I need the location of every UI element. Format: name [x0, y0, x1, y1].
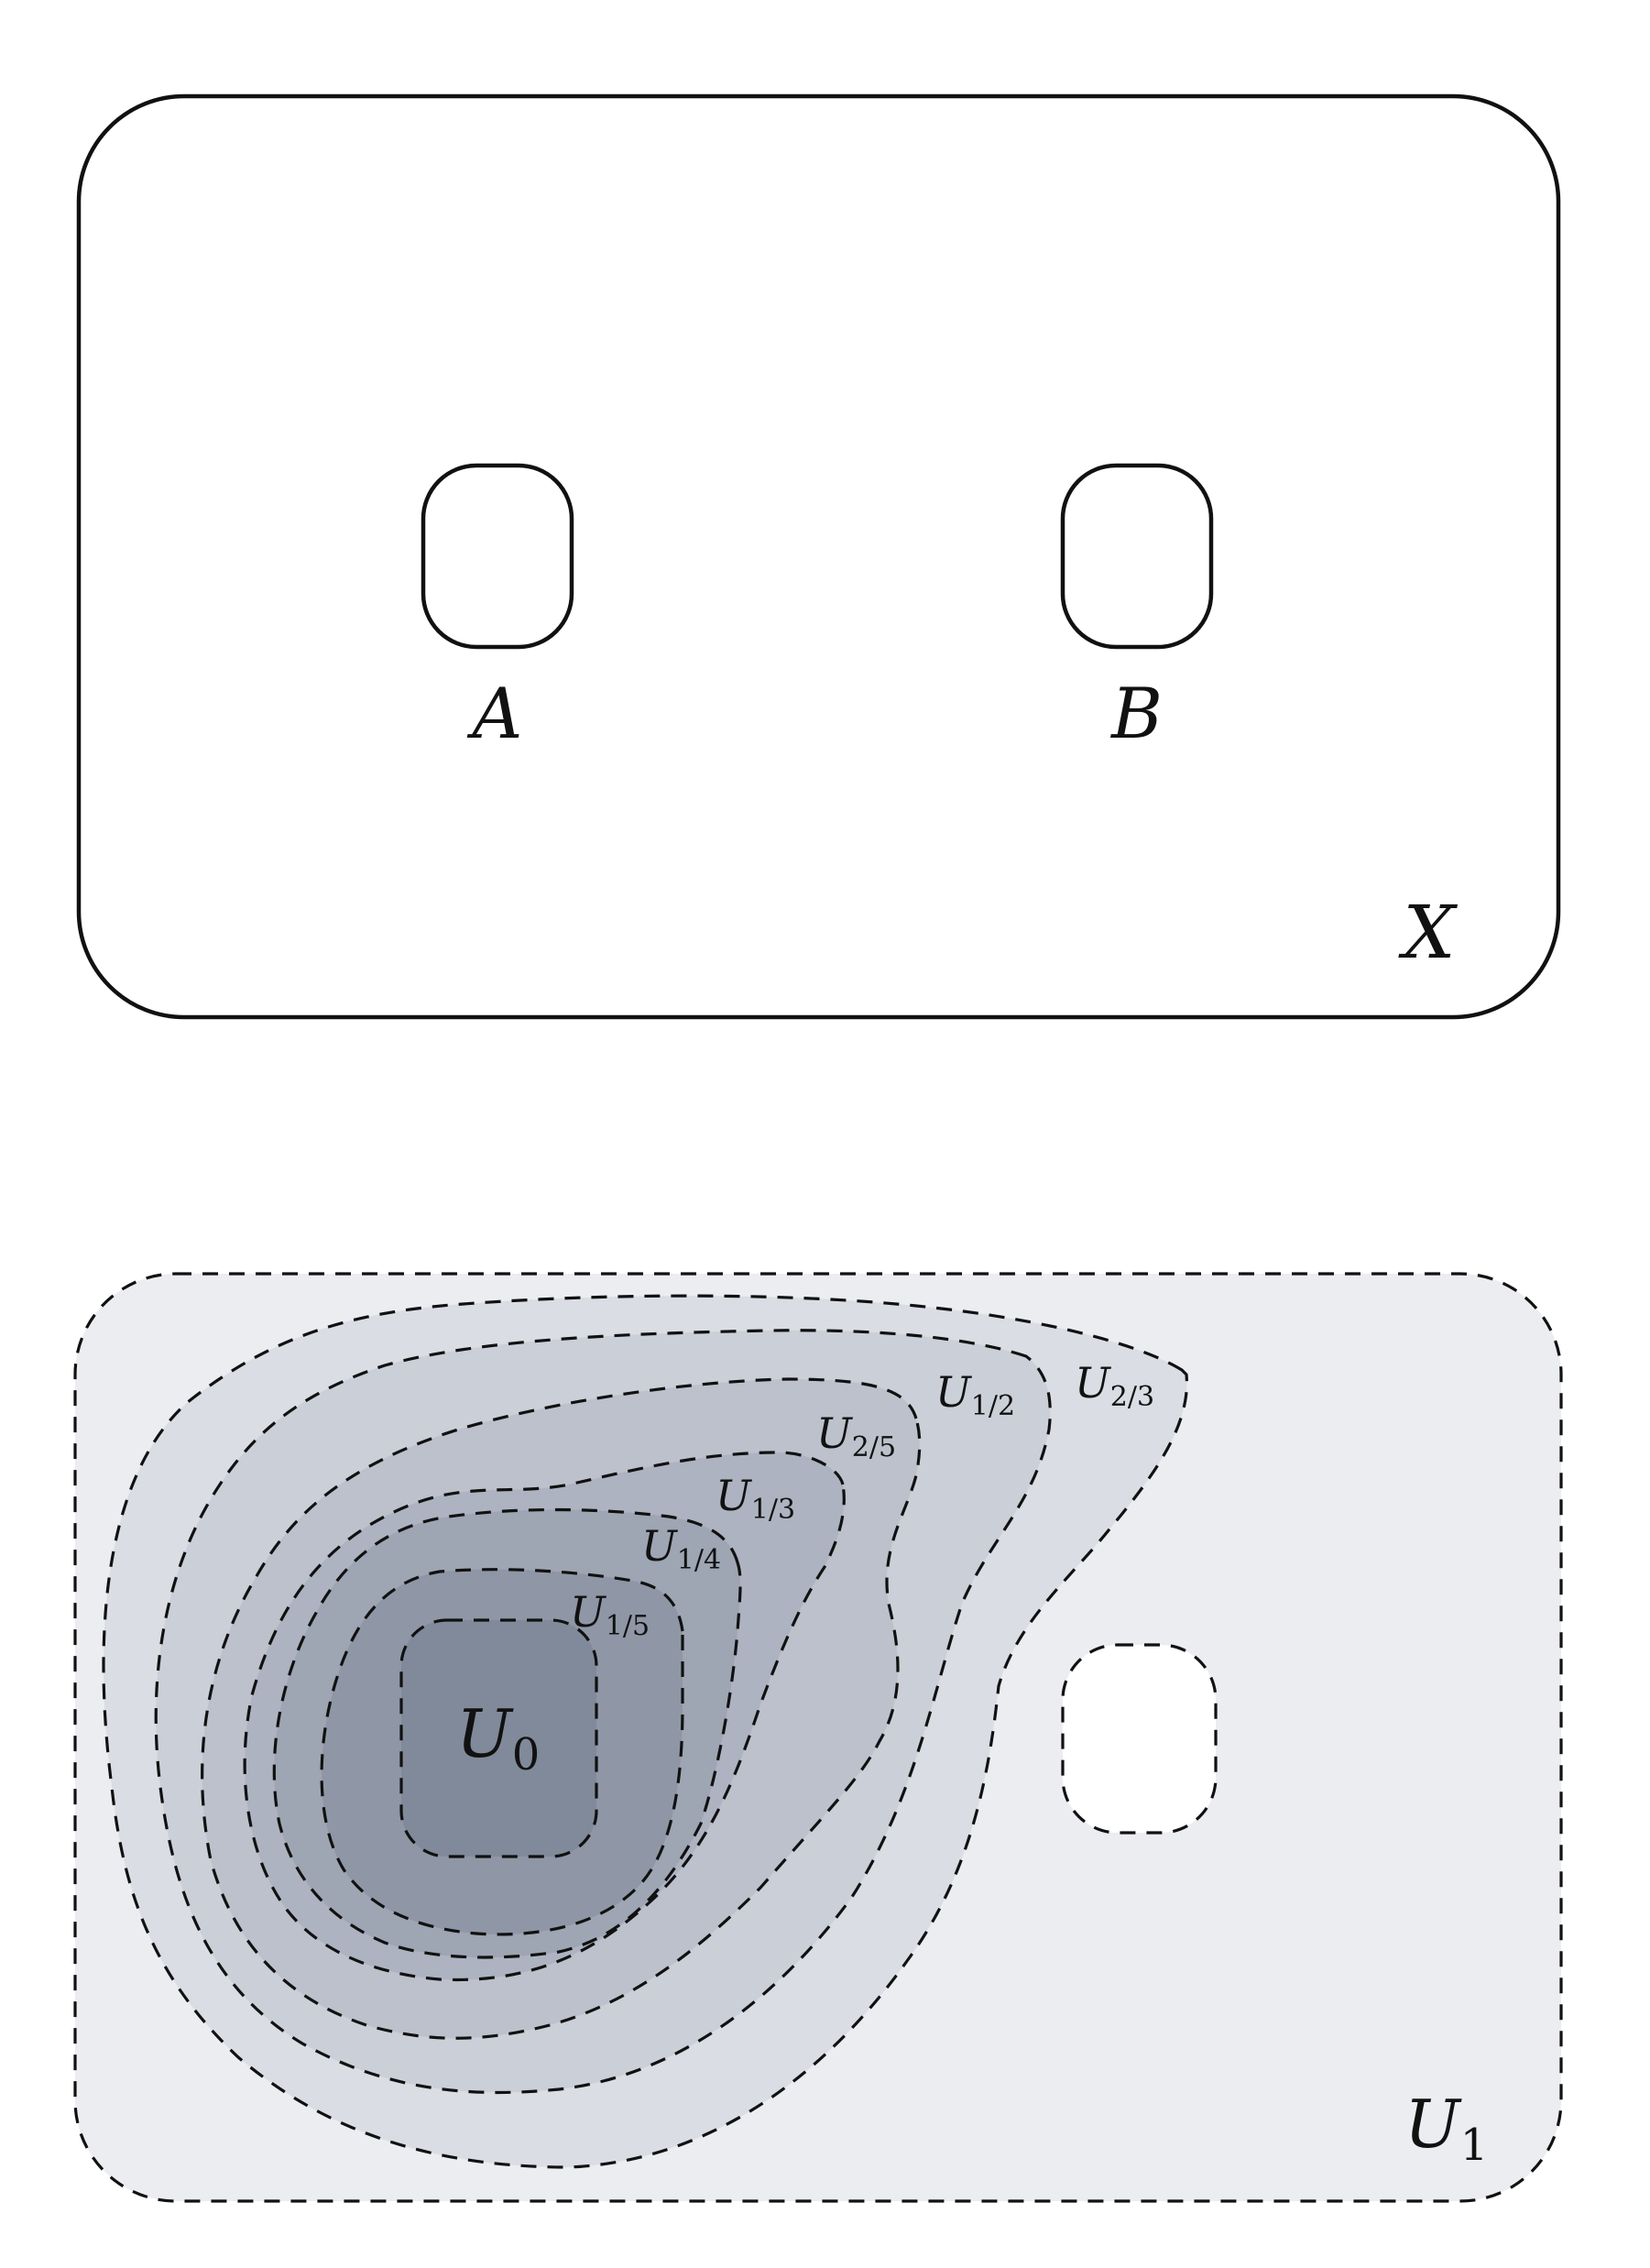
excluded-set-b-hole [1061, 1643, 1218, 1835]
set-b-region [1060, 463, 1214, 650]
set-b-label: B [1109, 673, 1163, 754]
label-u-1-2: U1/2 [935, 1367, 1015, 1422]
set-a-region [421, 463, 574, 650]
u1-label: U1 [1404, 2086, 1488, 2171]
u0-label: U0 [456, 1695, 540, 1780]
bottom-panel: U0 U1 U1/5 U1/4 U1/3 U2/5 U1/2 U2/3 [73, 1272, 1563, 2203]
label-u-1-5: U1/5 [570, 1587, 650, 1642]
set-a-label: A [467, 673, 523, 754]
label-u-1-3: U1/3 [716, 1471, 795, 1526]
label-u-2-5: U2/5 [816, 1408, 896, 1463]
space-x-region [76, 93, 1561, 1020]
label-u-2-3: U2/3 [1075, 1358, 1154, 1413]
space-x-label: X [1398, 890, 1459, 975]
top-panel: A B X [76, 93, 1561, 1020]
label-u-1-4: U1/4 [641, 1521, 721, 1576]
u0-region [399, 1618, 598, 1858]
